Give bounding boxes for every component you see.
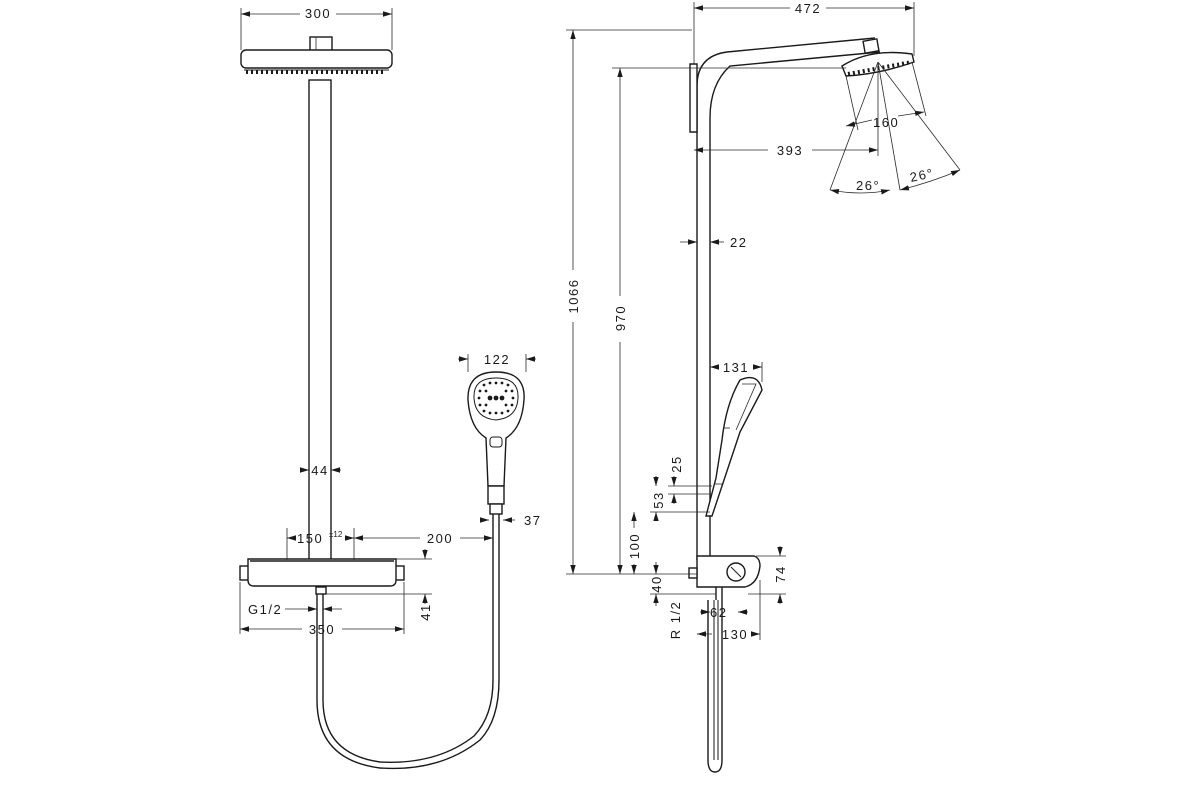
- nozzle-pattern: [477, 381, 515, 415]
- side-thermostat: [688, 555, 761, 600]
- dim-side-pipe-width: 22: [730, 235, 747, 250]
- dim-side-100: 100: [627, 533, 642, 559]
- front-riser-pipe: [308, 79, 332, 561]
- dim-side-74: 74: [773, 565, 788, 582]
- dim-side-head-height: 970: [613, 305, 628, 331]
- dim-side-53: 53: [651, 491, 666, 508]
- dim-side-angle-left: 26°: [856, 178, 880, 193]
- dim-side-head-diameter: 160: [873, 115, 899, 130]
- dim-front-thread-height: 41: [418, 603, 433, 620]
- dim-front-head-width: 300: [305, 6, 331, 21]
- front-dimensions: 300 44 150 ±12 200 37 122: [239, 6, 541, 637]
- side-hose: [707, 600, 723, 773]
- dim-side-62: 62: [710, 605, 727, 620]
- dim-side-hand-projection: 131: [723, 360, 749, 375]
- dim-side-130: 130: [722, 627, 748, 642]
- front-view: 300 44 150 ±12 200 37 122: [239, 6, 541, 770]
- dim-side-thread: R 1/2: [668, 601, 683, 640]
- front-hose: [316, 514, 500, 770]
- dim-side-40: 40: [649, 575, 664, 592]
- front-thermostat: [239, 558, 405, 595]
- front-hand-shower: [467, 371, 525, 515]
- dim-side-angle-right: 26°: [909, 165, 936, 185]
- dim-side-25: 25: [669, 455, 684, 472]
- dim-side-total-height: 1066: [566, 279, 581, 314]
- front-overhead-shower: [240, 36, 393, 74]
- dim-front-spacing: 150: [297, 531, 323, 546]
- dim-side-head-reach: 393: [777, 143, 803, 158]
- dim-side-reach: 472: [795, 1, 821, 16]
- dim-front-holder-width: 37: [524, 513, 541, 528]
- side-dimensions: 472 393 160 26° 26° 22 1066: [566, 1, 935, 642]
- side-riser-arm: [689, 37, 881, 560]
- dim-front-hand-offset: 200: [427, 531, 453, 546]
- dim-front-pipe-width: 44: [311, 463, 328, 478]
- dim-front-thread: G1/2: [248, 602, 282, 617]
- dim-front-spacing-tolerance: ±12: [329, 530, 343, 539]
- side-view: 472 393 160 26° 26° 22 1066: [566, 1, 961, 773]
- side-hand-shower: [705, 376, 763, 517]
- dim-hand-shower-width: 122: [484, 352, 510, 367]
- dim-front-total-width: 350: [309, 622, 335, 637]
